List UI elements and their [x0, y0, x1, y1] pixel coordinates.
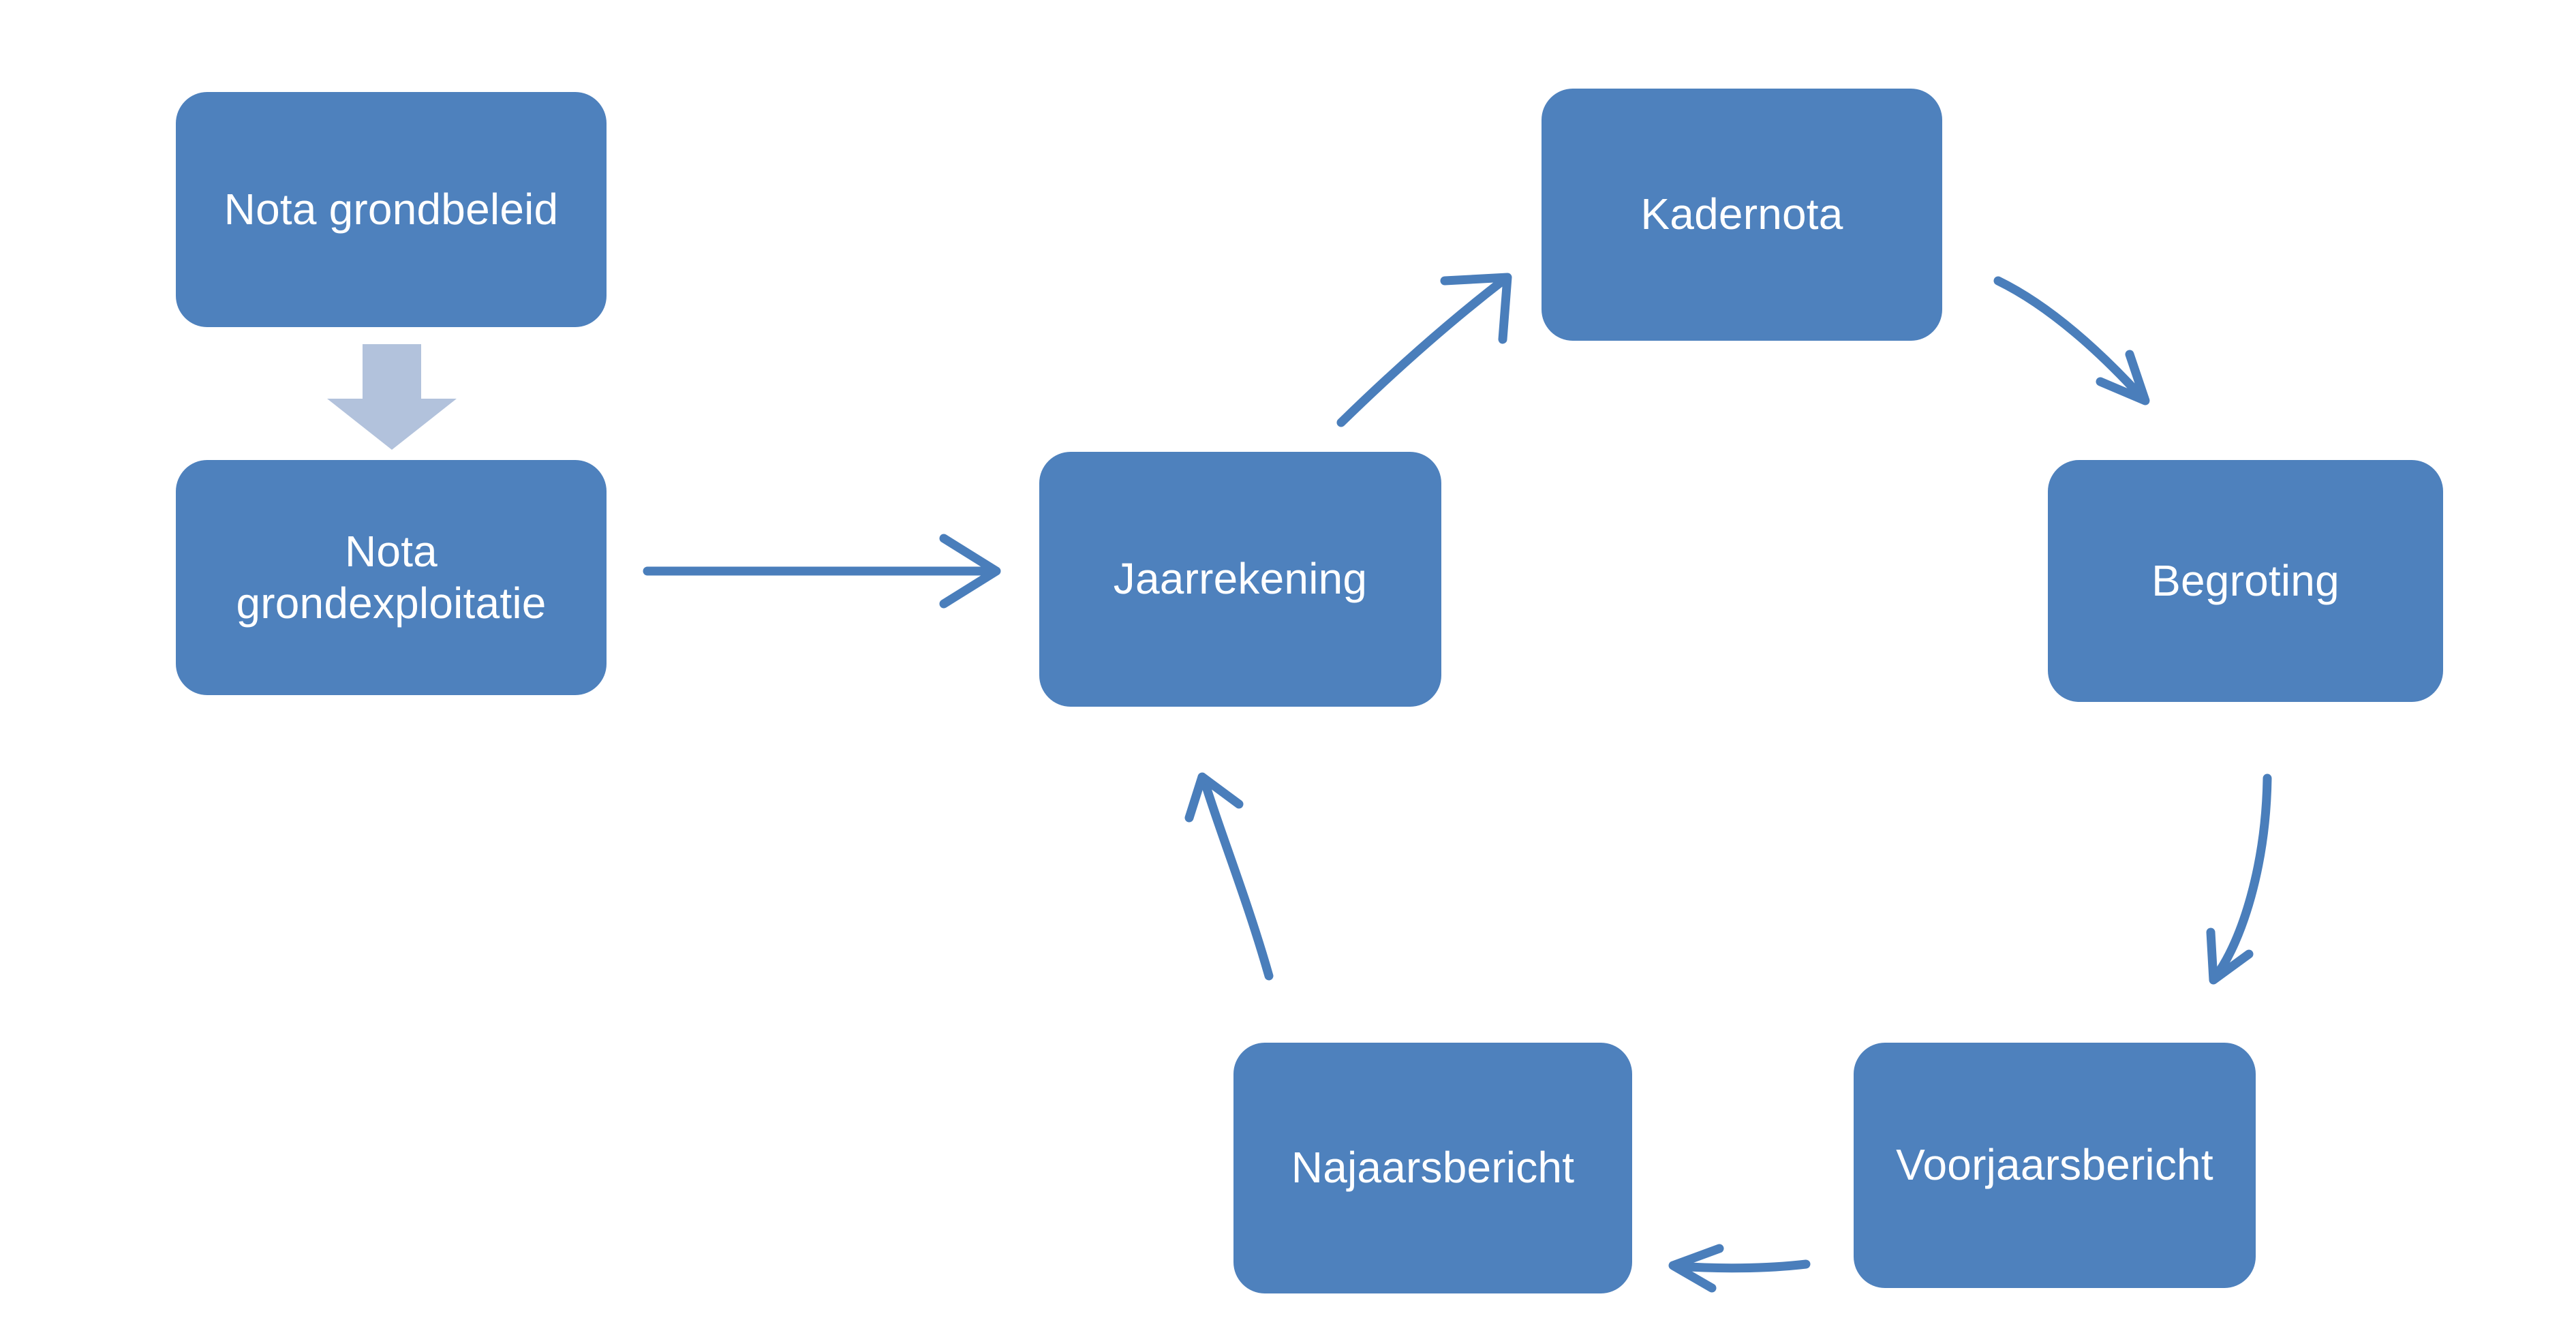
node-label: Najaarsbericht [1291, 1143, 1575, 1193]
arrow-begroting-to-voorjaarsbericht-icon [2206, 773, 2272, 985]
arrow-kadernota-to-begroting-icon [1993, 276, 2150, 405]
arrow-voorjaarsbericht-to-najaarsbericht-icon [1668, 1244, 1811, 1293]
node-label: Begroting [2151, 555, 2340, 605]
arrow-jaarrekening-to-kadernota-icon [1336, 273, 1512, 427]
node-label: Voorjaarsbericht [1896, 1140, 2213, 1190]
node-nota-grondexploitatie[interactable]: Nota grondexploitatie [176, 460, 607, 695]
node-label: Nota grondexploitatie [236, 526, 547, 628]
node-kadernota[interactable]: Kadernota [1542, 89, 1942, 341]
node-label: Jaarrekening [1113, 554, 1368, 604]
node-begroting[interactable]: Begroting [2048, 460, 2443, 702]
arrow-grondexploitatie-to-jaarrekening-icon [643, 534, 1001, 609]
node-nota-grondbeleid[interactable]: Nota grondbeleid [176, 92, 607, 327]
arrow-najaarsbericht-to-jaarrekening-icon [1184, 772, 1274, 981]
block-arrow-down-icon [327, 344, 457, 450]
node-jaarrekening[interactable]: Jaarrekening [1039, 452, 1441, 707]
node-label: Kadernota [1640, 189, 1843, 239]
node-voorjaarsbericht[interactable]: Voorjaarsbericht [1854, 1043, 2256, 1288]
node-label: Nota grondbeleid [224, 184, 559, 234]
node-najaarsbericht[interactable]: Najaarsbericht [1233, 1043, 1632, 1293]
